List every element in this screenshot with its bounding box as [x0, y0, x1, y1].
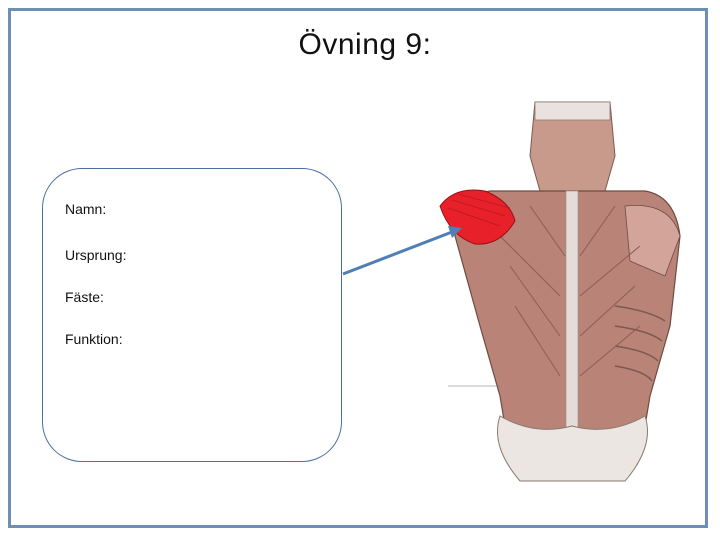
pointer-arrow: [0, 0, 720, 540]
